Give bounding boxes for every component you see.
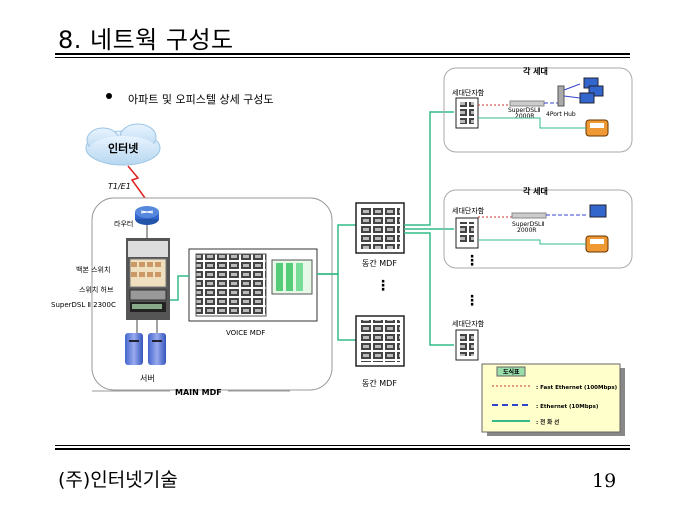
wall-jack-1-inner [460,102,474,124]
household-2-label: 각 세대 [523,186,548,196]
pc-group-1-icon [579,77,604,104]
legend-fast-label: : Fast Ethernet (100Mbps) [536,385,618,391]
legend-eth-label: : Ethernet (10Mbps) [536,404,599,410]
link-jack2-phone [478,239,586,245]
wall-jack-3-inner [460,334,474,356]
router-label: 라우터 [114,219,133,228]
main-mdf-label: MAIN MDF [175,388,222,397]
hub-4port-label: 4Port Hub [546,111,576,118]
title-rule-thin [55,57,630,58]
phone-1-icon [585,119,609,137]
phone-2-icon [585,235,609,253]
t1-label: T1/E1 [108,182,131,191]
footer-rule [55,448,630,450]
floor-mdf-1-icon [355,202,405,254]
superdsl-2300c-label: SuperDSL Ⅱ 2300C [51,301,116,309]
page-title: 8. 네트웍 구성도 [58,26,234,54]
link-backbone-voice [170,275,189,301]
floor-ellipsis-1: ⋮ [376,278,390,294]
server-label: 서버 [140,373,155,383]
title-rule [55,53,630,55]
legend-title: 도식표 [503,368,520,376]
jack-ellipsis-b: ⋮ [465,293,479,309]
household-2-boundary [443,189,633,269]
legend-box [481,363,625,436]
legend-phone-label: : 전 화 선 [536,418,559,426]
wall-jack-1-label: 세대단자함 [452,88,485,97]
footer-company: (주)인터넷기술 [58,469,178,491]
page-number: 19 [592,470,617,492]
superdsl-2000r-2-icon [511,212,547,219]
main-mdf-boundary [91,197,333,391]
backbone-rack-icon [126,238,170,320]
link-hub-pc-b [563,95,581,99]
superdsl-1-label-a: SuperDSLⅡ [508,107,540,114]
server-icon [125,333,166,365]
voice-mdf-panel-icon [188,248,318,322]
internet-label: 인터넷 [108,141,138,155]
diagram-subtitle: 아파트 및 오피스텔 상세 구성도 [128,93,274,106]
lightning-icon [127,165,146,199]
floor-mdf-2-icon [355,315,405,367]
link-main-floor1 [317,224,356,275]
wall-jack-2-label: 세대단자함 [452,206,485,215]
subtitle-bullet [106,93,112,99]
link-floor-jack1 [404,111,454,226]
pc-2-icon [589,204,607,218]
switch-hub-label: 스위치 허브 [79,285,114,294]
link-main-floor2 [317,273,356,341]
jack-ellipsis-a: ⋮ [465,253,479,269]
link-hub-pc-a [563,83,581,91]
internet-cloud-icon [85,123,161,166]
superdsl-2000r-1-icon [509,100,545,107]
link-floor-jack3 [404,232,454,346]
floor-mdf-1-label: 동간 MDF [362,258,397,268]
wall-jack-3-label: 세대단자함 [452,319,485,328]
floor-mdf-2-label: 동간 MDF [362,378,397,388]
superdsl-2-label-a: SuperDSLⅡ [512,221,544,228]
router-icon [135,206,159,225]
household-1-boundary [443,67,633,153]
superdsl-1-label-b: 2000R [515,113,534,120]
footer-rule-thin [55,445,630,446]
household-1-label: 각 세대 [523,66,548,76]
backbone-switch-label: 백본 스위치 [76,265,110,274]
hub-4port-icon [557,85,565,107]
voice-mdf-label: VOICE MDF [226,329,265,337]
wall-jack-2-inner [460,222,474,244]
superdsl-2-label-b: 2000R [517,227,536,234]
link-jack1-phone [478,117,586,129]
